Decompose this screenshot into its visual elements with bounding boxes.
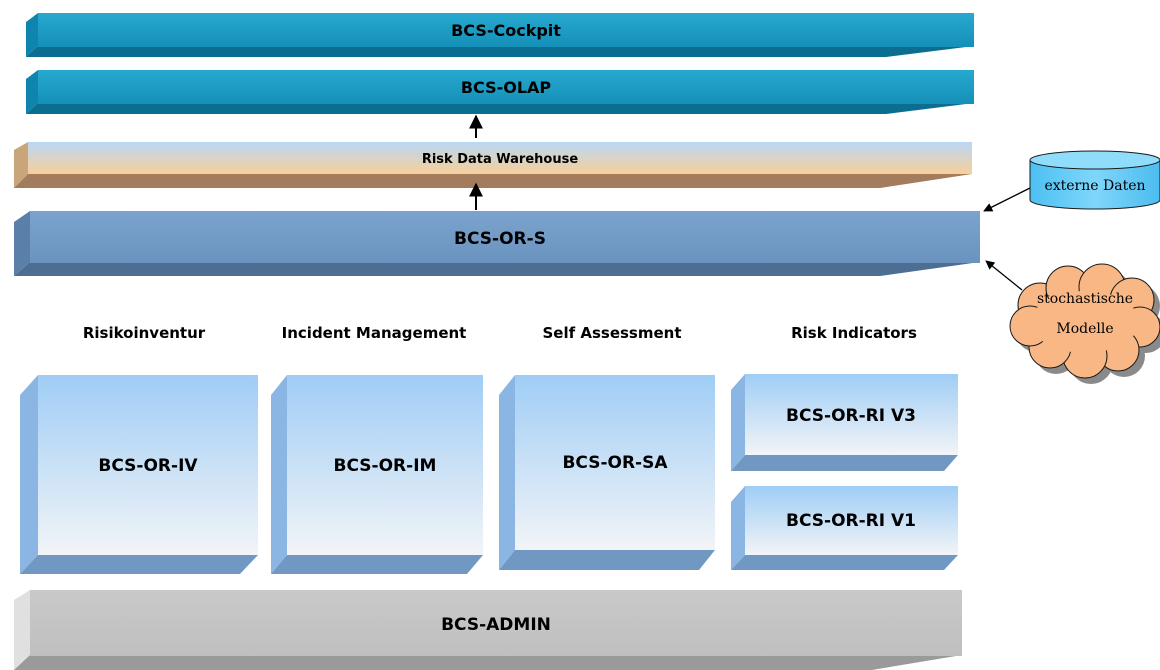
olap-side (26, 70, 38, 114)
layer-admin[interactable]: BCS-ADMIN (14, 590, 962, 670)
module-bcs-or-ri-v3[interactable]: BCS-OR-RI V3 (731, 374, 958, 471)
ri-v3-bottom (731, 455, 958, 471)
layer-risk-data-warehouse[interactable]: Risk Data Warehouse (14, 142, 972, 188)
models-label-line2: Modelle (1056, 321, 1113, 337)
layer-or-s[interactable]: BCS-OR-S (14, 211, 980, 276)
sa-face (515, 375, 715, 550)
heading-risk-indicators: Risk Indicators (791, 324, 917, 342)
module-label-im: BCS-OR-IM (334, 456, 437, 476)
arrow-models-to-ors (985, 260, 1023, 291)
ors-face (30, 211, 980, 263)
iv-bottom (20, 555, 258, 574)
warehouse-side (14, 142, 28, 188)
ors-side (14, 211, 30, 276)
ri-v1-bottom (731, 555, 958, 570)
module-label-iv: BCS-OR-IV (98, 456, 198, 476)
cockpit-bottom (26, 46, 974, 57)
external-data-source[interactable]: externe Daten (1029, 150, 1160, 210)
cylinder-icon (1029, 159, 1160, 210)
heading-incident-management: Incident Management (282, 324, 467, 342)
ors-bottom (14, 262, 980, 276)
im-face (287, 375, 483, 555)
cockpit-label: BCS-Cockpit (451, 21, 561, 40)
models-label-line1: stochastische (1037, 291, 1133, 307)
cylinder-top (1029, 150, 1160, 170)
module-bcs-or-iv[interactable]: BCS-OR-IV (20, 375, 258, 574)
im-bottom (271, 555, 483, 574)
module-label-sa: BCS-OR-SA (562, 453, 668, 473)
module-label-ri-v3: BCS-OR-RI V3 (786, 406, 916, 426)
cloud-fill (1031, 291, 1139, 353)
ri-v1-side (731, 486, 745, 570)
heading-self-assessment: Self Assessment (542, 324, 681, 342)
warehouse-label: Risk Data Warehouse (422, 152, 579, 167)
ri-v3-face (745, 374, 958, 455)
cockpit-face (38, 13, 974, 47)
admin-side (14, 590, 30, 670)
ors-label: BCS-OR-S (454, 229, 546, 249)
admin-label: BCS-ADMIN (441, 615, 551, 635)
module-bcs-or-im[interactable]: BCS-OR-IM (271, 375, 483, 574)
iv-side (20, 375, 38, 574)
warehouse-face (28, 142, 972, 174)
arrow-external-data-to-ors (983, 187, 1031, 212)
layer-cockpit[interactable]: BCS-Cockpit (26, 13, 974, 57)
module-label-ri-v1: BCS-OR-RI V1 (786, 511, 916, 531)
ri-v1-face (745, 486, 958, 555)
cockpit-side (26, 13, 38, 57)
iv-face (38, 375, 258, 555)
stochastic-models[interactable]: stochastische Modelle (1009, 263, 1160, 384)
admin-bottom (14, 655, 962, 670)
sa-side (499, 375, 515, 570)
warehouse-bottom (14, 174, 972, 188)
heading-risikoinventur: Risikoinventur (83, 324, 206, 342)
module-bcs-or-sa[interactable]: BCS-OR-SA (499, 375, 715, 570)
layer-olap[interactable]: BCS-OLAP (26, 70, 974, 114)
olap-label: BCS-OLAP (461, 78, 552, 97)
olap-bottom (26, 103, 974, 114)
sa-bottom (499, 550, 715, 570)
olap-face (38, 70, 974, 104)
ri-v3-side (731, 374, 745, 471)
admin-face (30, 590, 962, 656)
im-side (271, 375, 287, 574)
external-data-label: externe Daten (1044, 178, 1145, 194)
module-bcs-or-ri-v1[interactable]: BCS-OR-RI V1 (731, 486, 958, 570)
